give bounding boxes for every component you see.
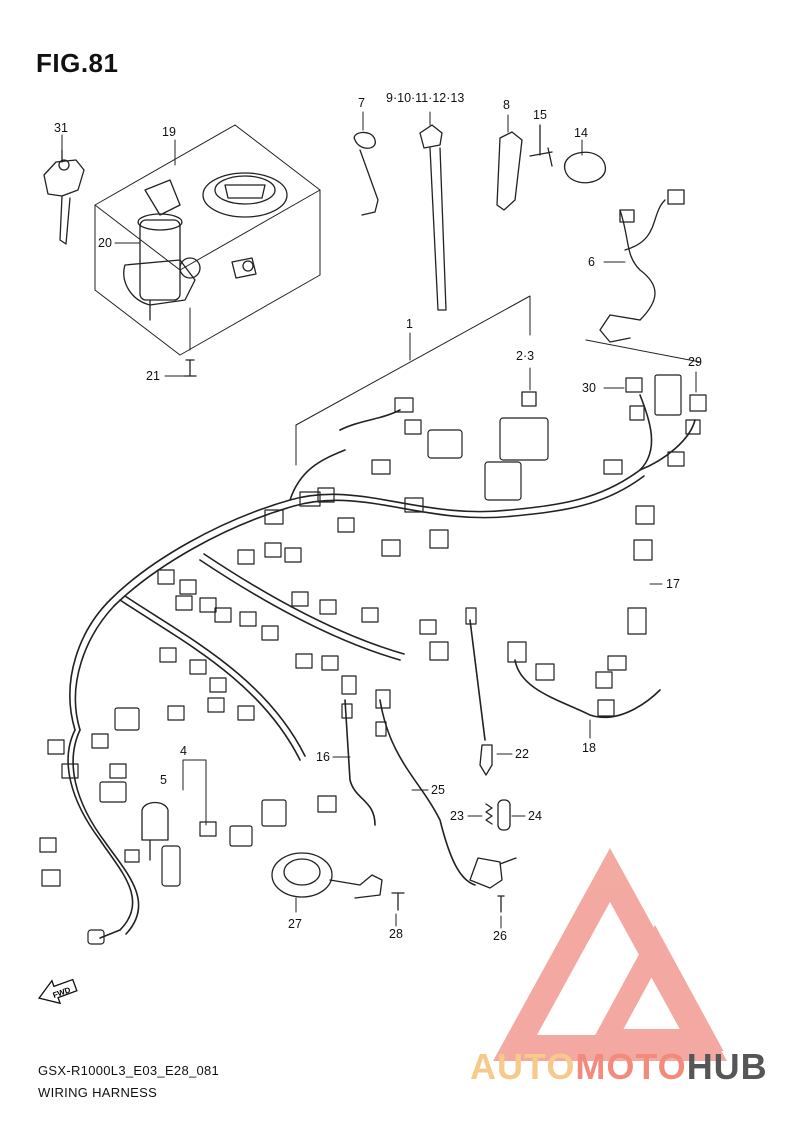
callout-15: 15 — [533, 108, 547, 122]
figure-title: FIG.81 — [36, 48, 119, 78]
watermark-text: AUTOMOTOHUB — [470, 1046, 768, 1088]
callout-20: 20 — [98, 236, 112, 250]
callout-labels: 31 19 20 21 7 9·10·11·12·13 8 15 14 6 1 … — [54, 91, 702, 943]
sub-harness-6-drawing — [599, 189, 685, 343]
clamp-7-drawing — [353, 131, 379, 216]
callout-26: 26 — [493, 929, 507, 943]
ignition-key-drawing — [43, 149, 85, 245]
main-harness-drawing — [67, 394, 696, 939]
figure-subtitle: WIRING HARNESS — [38, 1085, 158, 1100]
watermark-logo — [493, 847, 727, 1061]
callout-18: 18 — [582, 741, 596, 755]
callout-9-13: 9·10·11·12·13 — [386, 91, 464, 105]
connectors — [39, 374, 707, 945]
callout-27: 27 — [288, 917, 302, 931]
callout-2-3: 2·3 — [516, 349, 534, 363]
callout-7: 7 — [358, 96, 365, 110]
callout-6: 6 — [588, 255, 595, 269]
watermark-part-3: HUB — [686, 1046, 768, 1087]
callout-8: 8 — [503, 98, 510, 112]
callout-1: 1 — [406, 317, 413, 331]
watermark-part-2: MOTO — [575, 1046, 687, 1087]
callout-29: 29 — [688, 355, 702, 369]
cable-tie-drawing — [419, 124, 447, 311]
callout-21: 21 — [146, 369, 160, 383]
callout-24: 24 — [528, 809, 542, 823]
callout-23: 23 — [450, 809, 464, 823]
fwd-arrow-icon: FWD — [37, 978, 78, 1005]
callout-22: 22 — [515, 747, 529, 761]
callout-30: 30 — [582, 381, 596, 395]
callout-16: 16 — [316, 750, 330, 764]
lock-set-drawing — [94, 124, 321, 356]
watermark-part-1: AUTO — [470, 1046, 576, 1087]
callout-4: 4 — [180, 744, 187, 758]
callout-14: 14 — [574, 126, 588, 140]
model-code: GSX-R1000L3_E03_E28_081 — [38, 1063, 220, 1078]
callout-19: 19 — [162, 125, 176, 139]
callout-31: 31 — [54, 121, 68, 135]
callout-5: 5 — [160, 773, 167, 787]
callout-17: 17 — [666, 577, 680, 591]
callout-28: 28 — [389, 927, 403, 941]
callout-25: 25 — [431, 783, 445, 797]
